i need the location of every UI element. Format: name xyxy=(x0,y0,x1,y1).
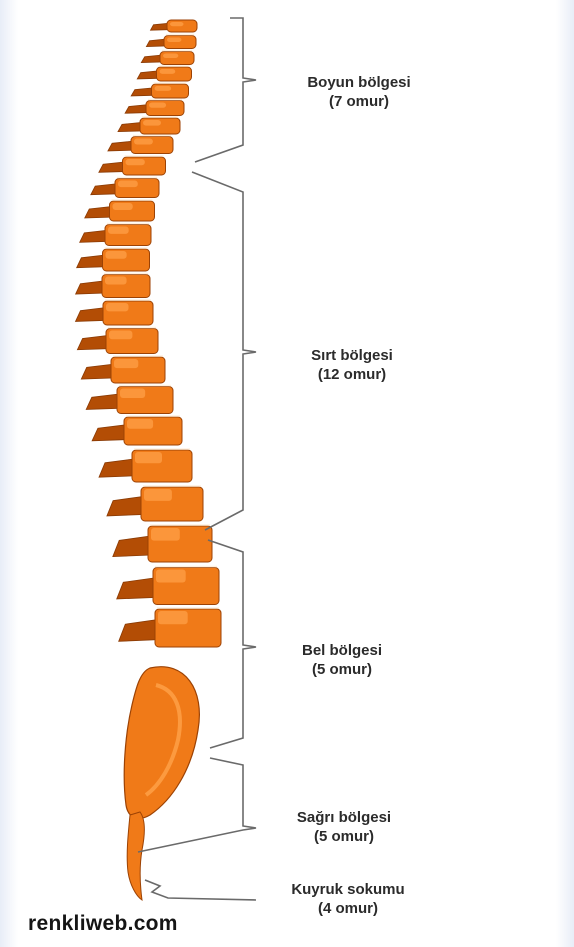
vertebra-highlight xyxy=(167,38,181,43)
sacral-region-name: Sağrı bölgesi xyxy=(244,808,444,827)
vertebra-highlight xyxy=(106,303,129,311)
vertebra-highlight xyxy=(135,452,162,463)
sacrum xyxy=(124,667,199,819)
coccyx-vertebra-count: (4 omur) xyxy=(248,899,448,918)
vertebra-body xyxy=(164,36,196,49)
vertebra-body xyxy=(167,20,197,32)
vertebra-highlight xyxy=(106,251,127,259)
sacral-vertebra-count: (5 omur) xyxy=(244,827,444,846)
thoracic-region-label: Sırt bölgesi (12 omur) xyxy=(252,346,452,384)
lumbar-region-name: Bel bölgesi xyxy=(242,641,442,660)
vertebra-highlight xyxy=(126,159,145,165)
vertebra-highlight xyxy=(114,359,138,368)
cervical-vertebra-count: (7 omur) xyxy=(259,92,459,111)
vertebra-highlight xyxy=(149,103,166,108)
vertebra-highlight xyxy=(105,277,127,285)
coccyx-bracket xyxy=(145,880,256,900)
vertebra-highlight xyxy=(170,22,184,26)
vertebra-highlight xyxy=(156,570,186,583)
vertebra-body xyxy=(160,52,194,65)
coccyx xyxy=(127,812,144,900)
cervical-region-name: Boyun bölgesi xyxy=(259,73,459,92)
thoracic-region-name: Sırt bölgesi xyxy=(252,346,452,365)
coccyx-region-name: Kuyruk sokumu xyxy=(248,880,448,899)
vertebra-highlight xyxy=(108,227,129,234)
vertebra-highlight xyxy=(144,489,172,501)
watermark-text: renkliweb.com xyxy=(28,912,178,936)
sacral-region-label: Sağrı bölgesi (5 omur) xyxy=(244,808,444,846)
cervical-bracket xyxy=(195,18,256,162)
vertebral-column xyxy=(76,20,222,900)
thoracic-vertebra-count: (12 omur) xyxy=(252,365,452,384)
lumbar-region-label: Bel bölgesi (5 omur) xyxy=(242,641,442,679)
thoracic-bracket xyxy=(192,172,256,530)
vertebra-highlight xyxy=(143,120,161,126)
vertebra-highlight xyxy=(163,54,178,59)
vertebra-highlight xyxy=(109,331,132,340)
vertebra-highlight xyxy=(113,203,133,210)
lumbar-vertebra-count: (5 omur) xyxy=(242,660,442,679)
vertebra-highlight xyxy=(127,419,153,429)
cervical-region-label: Boyun bölgesi (7 omur) xyxy=(259,73,459,111)
vertebra-highlight xyxy=(118,181,138,188)
vertebra-highlight xyxy=(160,69,176,74)
vertebra-highlight xyxy=(155,86,172,91)
coccyx-region-label: Kuyruk sokumu (4 omur) xyxy=(248,880,448,918)
vertebra-highlight xyxy=(158,611,188,624)
vertebra-highlight xyxy=(120,389,145,398)
vertebra-highlight xyxy=(134,139,153,145)
vertebra-highlight xyxy=(151,528,180,541)
